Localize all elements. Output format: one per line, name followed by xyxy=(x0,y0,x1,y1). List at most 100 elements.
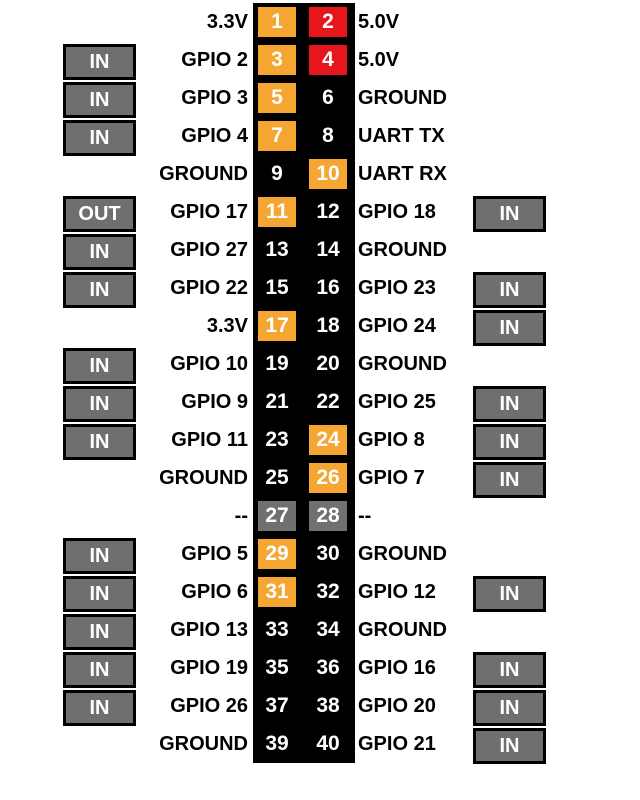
pin-33-label: GPIO 13 xyxy=(170,619,248,641)
pin-12-label: GPIO 18 xyxy=(358,201,436,223)
pin-6-label: GROUND xyxy=(358,87,447,109)
pin-40: 40 xyxy=(309,729,347,759)
pin-12-mode-button[interactable]: IN xyxy=(473,196,546,232)
pin-32: 32 xyxy=(309,577,347,607)
pin-row: --27--28 xyxy=(0,497,640,535)
pin-7-label: GPIO 4 xyxy=(181,125,248,147)
pin-1-label: 3.3V xyxy=(206,11,248,33)
pin-row: IN GPIO 22 15 IN GPIO 23 16 xyxy=(0,269,640,308)
pin-14: 14 xyxy=(309,235,347,265)
pin-row: IN GPIO 6 31 IN GPIO 12 32 xyxy=(0,573,640,612)
pin-row: IN GPIO 10 19 GROUND 20 xyxy=(0,345,640,384)
pin-36-mode-button[interactable]: IN xyxy=(473,652,546,688)
pin-21-label: GPIO 9 xyxy=(181,391,248,413)
pin-35-mode-button[interactable]: IN xyxy=(63,652,136,688)
pin-35-label: GPIO 19 xyxy=(170,657,248,679)
pin-26-mode-button[interactable]: IN xyxy=(473,462,546,498)
pin-13-mode-button[interactable]: IN xyxy=(63,234,136,270)
pin-29-label: GPIO 5 xyxy=(181,543,248,565)
pin-26-label: GPIO 7 xyxy=(358,467,425,489)
pin-40-mode-button[interactable]: IN xyxy=(473,728,546,764)
pin-16-mode-button[interactable]: IN xyxy=(473,272,546,308)
pin-2-label: 5.0V xyxy=(358,11,400,33)
pin-row: IN GPIO 13 33 GROUND 34 xyxy=(0,611,640,650)
pin-9: 9 xyxy=(258,159,296,189)
pin-row: IN GPIO 5 29 GROUND 30 xyxy=(0,535,640,574)
pin-15-label: GPIO 22 xyxy=(170,277,248,299)
pin-32-mode-button[interactable]: IN xyxy=(473,576,546,612)
pin-16: 16 xyxy=(309,273,347,303)
pin-20: 20 xyxy=(309,349,347,379)
pin-3: 3 xyxy=(258,45,296,75)
pin-30-label: GROUND xyxy=(358,543,447,565)
pin-35: 35 xyxy=(258,653,296,683)
pin-11-label: GPIO 17 xyxy=(170,201,248,223)
pin-40-label: GPIO 21 xyxy=(358,733,436,755)
pin-12: 12 xyxy=(309,197,347,227)
pin-17: 17 xyxy=(258,311,296,341)
pin-22-mode-button[interactable]: IN xyxy=(473,386,546,422)
pin-5-mode-button[interactable]: IN xyxy=(63,82,136,118)
pin-15-mode-button[interactable]: IN xyxy=(63,272,136,308)
pin-4: 4 xyxy=(309,45,347,75)
pin-18-label: GPIO 24 xyxy=(358,315,436,337)
pin-31-mode-button[interactable]: IN xyxy=(63,576,136,612)
pin-13: 13 xyxy=(258,235,296,265)
pin-29-mode-button[interactable]: IN xyxy=(63,538,136,574)
pin-10: 10 xyxy=(309,159,347,189)
pin-31-label: GPIO 6 xyxy=(181,581,248,603)
pin-7: 7 xyxy=(258,121,296,151)
pin-23-mode-button[interactable]: IN xyxy=(63,424,136,460)
pin-24: 24 xyxy=(309,425,347,455)
pin-15: 15 xyxy=(258,273,296,303)
pin-18: 18 xyxy=(309,311,347,341)
pin-31: 31 xyxy=(258,577,296,607)
pin-24-label: GPIO 8 xyxy=(358,429,425,451)
pin-7-mode-button[interactable]: IN xyxy=(63,120,136,156)
pin-19: 19 xyxy=(258,349,296,379)
pin-33-mode-button[interactable]: IN xyxy=(63,614,136,650)
pin-34-label: GROUND xyxy=(358,619,447,641)
pin-2: 2 xyxy=(309,7,347,37)
pin-3-label: GPIO 2 xyxy=(181,49,248,71)
pin-36: 36 xyxy=(309,653,347,683)
pin-34: 34 xyxy=(309,615,347,645)
pin-1: 1 xyxy=(258,7,296,37)
pin-21: 21 xyxy=(258,387,296,417)
pin-3-mode-button[interactable]: IN xyxy=(63,44,136,80)
pin-28-label: -- xyxy=(358,505,372,527)
pin-38: 38 xyxy=(309,691,347,721)
pin-33: 33 xyxy=(258,615,296,645)
pin-38-mode-button[interactable]: IN xyxy=(473,690,546,726)
pin-29: 29 xyxy=(258,539,296,569)
pin-20-label: GROUND xyxy=(358,353,447,375)
pin-36-label: GPIO 16 xyxy=(358,657,436,679)
pin-19-mode-button[interactable]: IN xyxy=(63,348,136,384)
pin-37-mode-button[interactable]: IN xyxy=(63,690,136,726)
pin-row: IN GPIO 19 35 IN GPIO 16 36 xyxy=(0,649,640,688)
pin-37: 37 xyxy=(258,691,296,721)
pin-21-mode-button[interactable]: IN xyxy=(63,386,136,422)
pin-22-label: GPIO 25 xyxy=(358,391,436,413)
pin-32-label: GPIO 12 xyxy=(358,581,436,603)
pin-18-mode-button[interactable]: IN xyxy=(473,310,546,346)
pin-11-mode-button[interactable]: OUT xyxy=(63,196,136,232)
pin-19-label: GPIO 10 xyxy=(170,353,248,375)
pin-5-label: GPIO 3 xyxy=(181,87,248,109)
pin-24-mode-button[interactable]: IN xyxy=(473,424,546,460)
pin-16-label: GPIO 23 xyxy=(358,277,436,299)
pin-10-label: UART RX xyxy=(358,163,447,185)
pin-5: 5 xyxy=(258,83,296,113)
pin-39-label: GROUND xyxy=(159,733,248,755)
pin-4-label: 5.0V xyxy=(358,49,400,71)
pin-37-label: GPIO 26 xyxy=(170,695,248,717)
pin-30: 30 xyxy=(309,539,347,569)
